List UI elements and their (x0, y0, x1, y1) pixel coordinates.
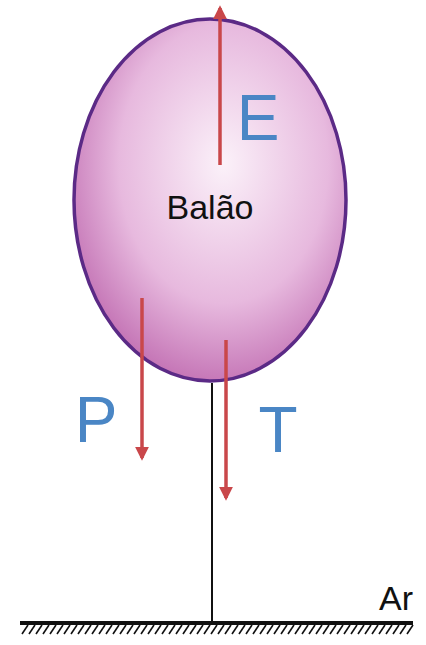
hatch-stroke (99, 625, 105, 634)
force-label: E (237, 86, 280, 150)
hatch-stroke (57, 625, 63, 634)
weight-arrow (140, 298, 144, 458)
hatch-stroke (393, 625, 399, 634)
hatch-stroke (43, 625, 49, 634)
hatch-stroke (281, 625, 287, 634)
hatch-stroke (169, 625, 175, 634)
hatch-stroke (309, 625, 315, 634)
balloon-ellipse (74, 19, 346, 381)
hatch-stroke (64, 625, 70, 634)
hatch-stroke (71, 625, 77, 634)
medium-label: Ar (379, 581, 413, 615)
hatch-stroke (176, 625, 182, 634)
hatch-stroke (253, 625, 259, 634)
hatch-stroke (372, 625, 378, 634)
balloon-label: Balão (167, 188, 254, 227)
hatch-stroke (316, 625, 322, 634)
force-label: T (258, 398, 297, 462)
hatch-stroke (190, 625, 196, 634)
hatch-stroke (78, 625, 84, 634)
hatch-stroke (330, 625, 336, 634)
hatch-stroke (204, 625, 210, 634)
hatch-stroke (386, 625, 392, 634)
hatch-stroke (29, 625, 35, 634)
hatch-stroke (260, 625, 266, 634)
hatch-stroke (246, 625, 252, 634)
force-label: P (75, 388, 118, 452)
balloon-string (211, 383, 213, 622)
hatch-stroke (225, 625, 231, 634)
hatch-stroke (337, 625, 343, 634)
balloon-shape: Balão (72, 17, 348, 383)
hatch-stroke (211, 625, 217, 634)
hatch-stroke (218, 625, 224, 634)
hatch-stroke (344, 625, 350, 634)
hatch-stroke (141, 625, 147, 634)
hatch-stroke (288, 625, 294, 634)
hatch-stroke (274, 625, 280, 634)
hatch-stroke (113, 625, 119, 634)
hatch-stroke (351, 625, 357, 634)
hatch-stroke (162, 625, 168, 634)
ground-hatching (22, 625, 413, 634)
hatch-stroke (155, 625, 161, 634)
hatch-stroke (379, 625, 385, 634)
ground-line (20, 621, 413, 625)
hatch-stroke (197, 625, 203, 634)
hatch-stroke (148, 625, 154, 634)
hatch-stroke (183, 625, 189, 634)
hatch-stroke (127, 625, 133, 634)
hatch-stroke (85, 625, 91, 634)
hatch-stroke (407, 625, 413, 634)
hatch-stroke (36, 625, 42, 634)
hatch-stroke (134, 625, 140, 634)
hatch-stroke (400, 625, 406, 634)
hatch-stroke (323, 625, 329, 634)
hatch-stroke (267, 625, 273, 634)
hatch-stroke (358, 625, 364, 634)
hatch-stroke (295, 625, 301, 634)
hatch-stroke (365, 625, 371, 634)
hatch-stroke (120, 625, 126, 634)
tension-arrow (224, 340, 228, 498)
hatch-stroke (239, 625, 245, 634)
hatch-stroke (232, 625, 238, 634)
hatch-stroke (302, 625, 308, 634)
hatch-stroke (92, 625, 98, 634)
buoyancy-arrow (218, 8, 222, 165)
hatch-stroke (22, 625, 28, 634)
hatch-stroke (106, 625, 112, 634)
hatch-stroke (50, 625, 56, 634)
